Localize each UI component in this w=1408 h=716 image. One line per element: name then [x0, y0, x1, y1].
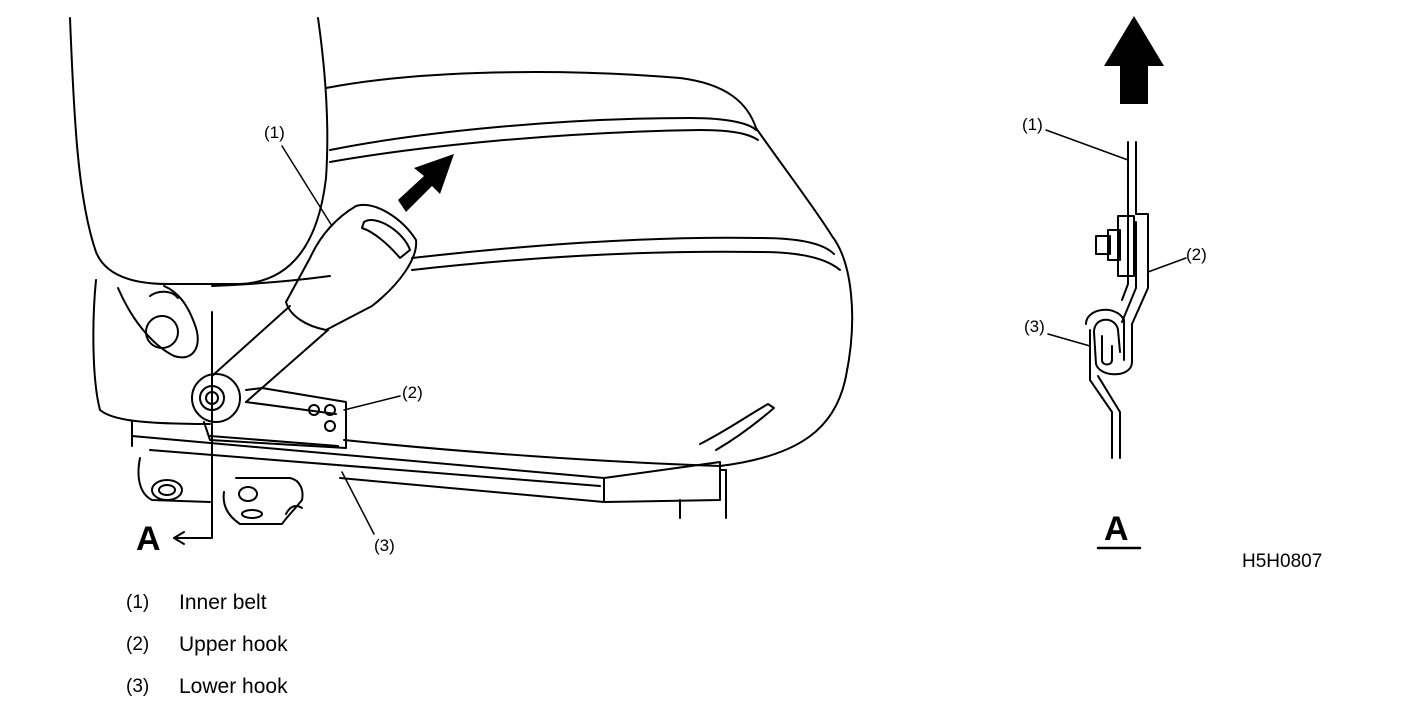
figure-code: H5H0807	[1242, 551, 1323, 572]
legend-text: Lower hook	[179, 675, 288, 698]
seat-cushion	[325, 71, 854, 467]
legend-item: (1) Inner belt	[126, 590, 526, 632]
side-callout-1: (1)	[264, 123, 285, 142]
detail-callout-3: (3)	[1024, 317, 1045, 336]
section-line-a	[173, 311, 213, 539]
legend-number: (2)	[126, 634, 150, 655]
side-callout-2: (2)	[402, 383, 423, 402]
legend-item: (3) Lower hook	[126, 674, 526, 716]
legend-text: Inner belt	[179, 591, 267, 614]
legend-item: (2) Upper hook	[126, 632, 526, 674]
detail-view-title: A	[1104, 510, 1129, 548]
parts-legend: (1) Inner belt (2) Upper hook (3) Lower …	[126, 590, 526, 716]
section-arrow-label: A	[136, 520, 161, 558]
leader-lines-detail	[1045, 129, 1187, 347]
detail-hook-section	[1085, 141, 1149, 459]
leader-lines-side	[281, 145, 401, 535]
seat-back	[69, 17, 329, 285]
legend-number: (3)	[126, 676, 150, 697]
upper-hook-bracket	[203, 387, 347, 449]
pull-up-arrow-icon	[1104, 16, 1164, 104]
detail-callout-1: (1)	[1022, 115, 1043, 134]
detail-callout-2: (2)	[1186, 245, 1207, 264]
inner-belt-buckle	[191, 203, 418, 423]
legend-number: (1)	[126, 592, 150, 613]
legend-text: Upper hook	[179, 633, 288, 656]
seat-side-trim	[92, 275, 331, 425]
section-arrow-icon	[173, 531, 185, 545]
side-callout-3: (3)	[374, 536, 395, 555]
pull-direction-arrow-icon	[398, 154, 454, 212]
